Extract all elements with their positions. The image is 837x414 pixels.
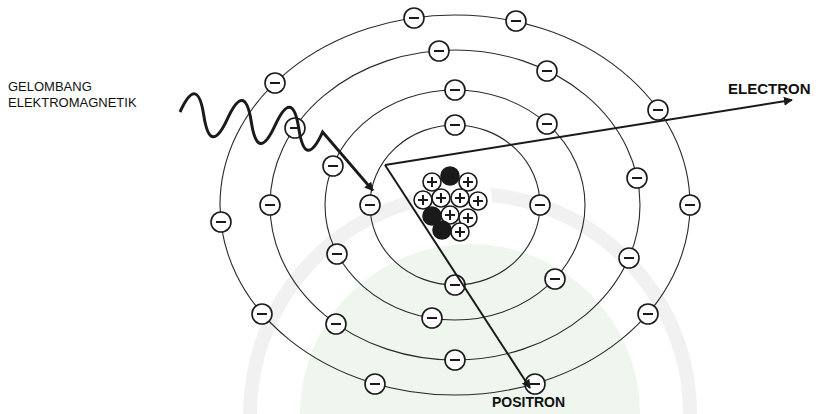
electron-track [385,100,792,165]
nucleus [412,160,492,241]
em-wave [173,92,383,190]
watermark [250,194,690,414]
particle-label: ELECTRON [728,80,811,98]
particle-label: POSITRON [492,394,565,411]
positron-track [385,165,530,388]
electron-orbits [220,15,690,395]
electrons [211,8,700,394]
wave-label: GELOMBANG ELEKTROMAGNETIK [6,78,142,111]
